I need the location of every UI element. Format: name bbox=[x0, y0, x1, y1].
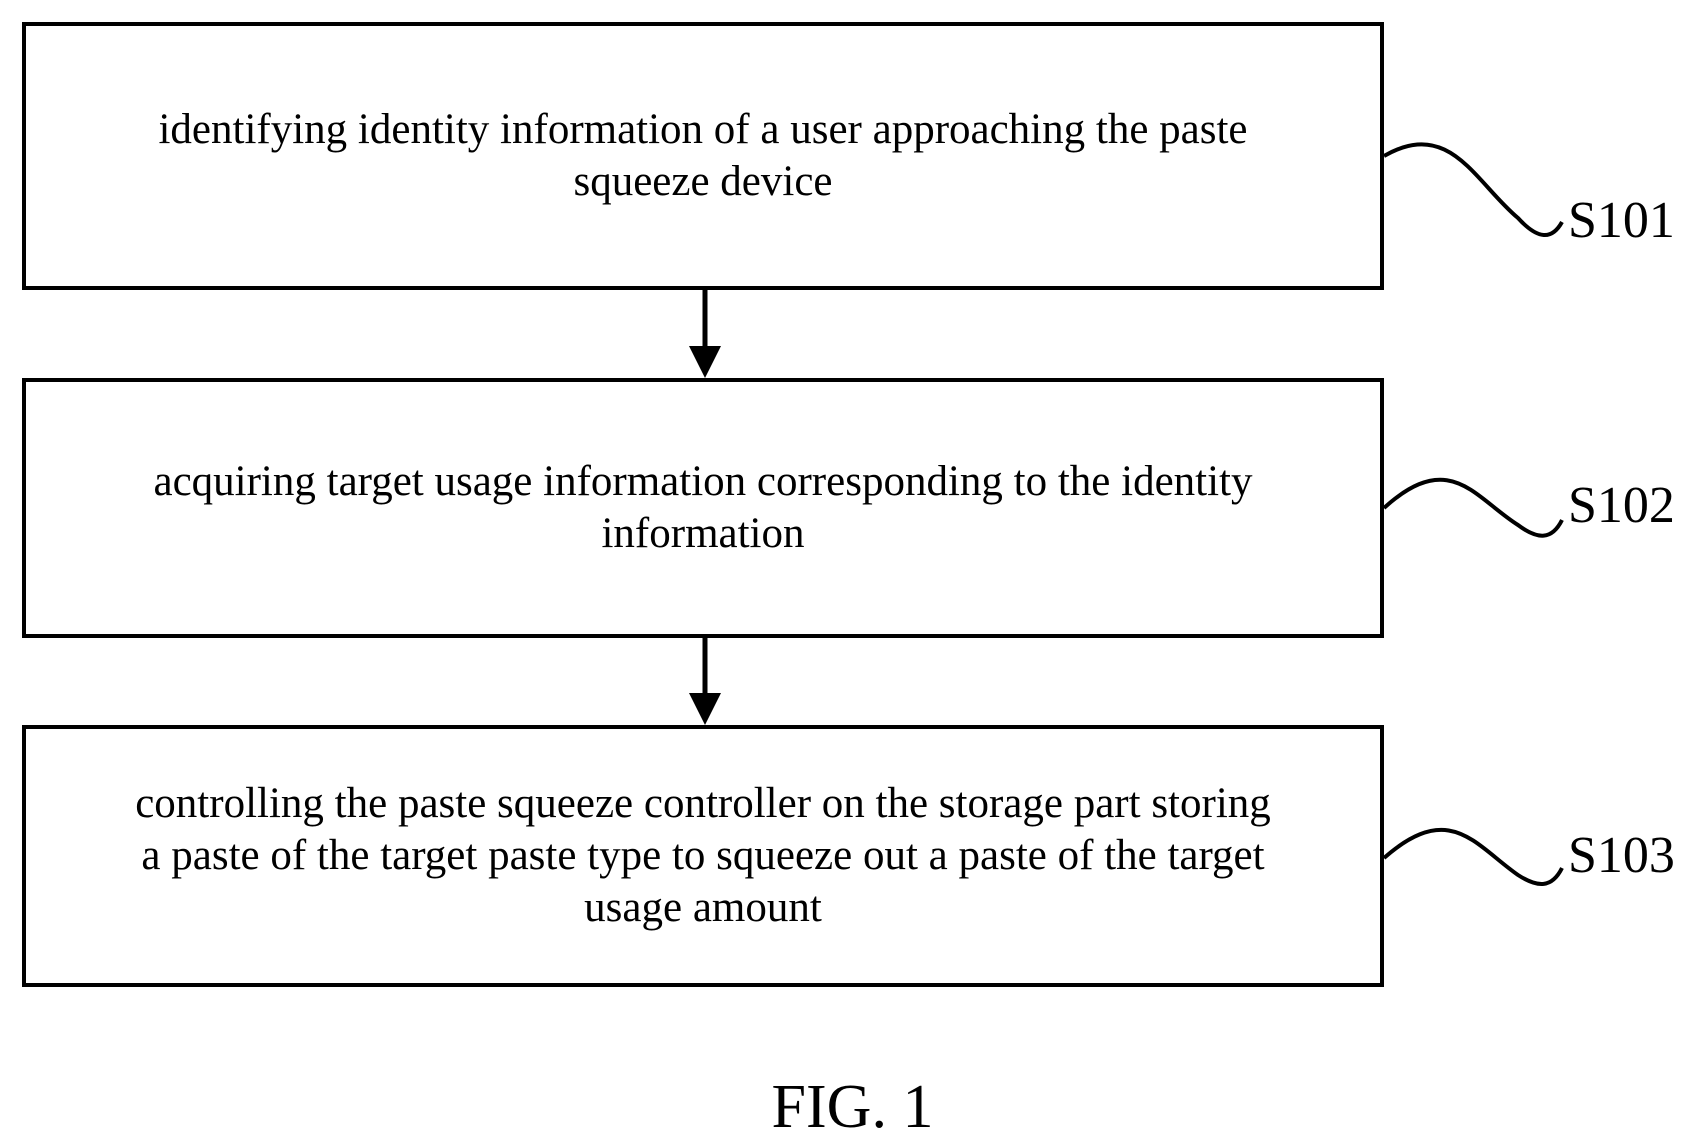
step-text-s101: identifying identity information of a us… bbox=[140, 104, 1265, 208]
step-label-s101: S101 bbox=[1568, 191, 1675, 251]
step-text-s102: acquiring target usage information corre… bbox=[136, 456, 1271, 560]
leader-line-s101 bbox=[1384, 144, 1562, 235]
step-label-s103: S103 bbox=[1568, 826, 1675, 886]
figure-caption: FIG. 1 bbox=[0, 1072, 1705, 1142]
arrow-head-s101-s102 bbox=[689, 346, 721, 378]
arrow-head-s102-s103 bbox=[689, 693, 721, 725]
step-box-s103: controlling the paste squeeze controller… bbox=[22, 725, 1384, 987]
leader-line-s102 bbox=[1384, 480, 1562, 536]
step-box-s101: identifying identity information of a us… bbox=[22, 22, 1384, 290]
leader-line-s103 bbox=[1384, 830, 1562, 884]
step-box-s102: acquiring target usage information corre… bbox=[22, 378, 1384, 638]
step-label-s102: S102 bbox=[1568, 476, 1675, 536]
step-text-s103: controlling the paste squeeze controller… bbox=[117, 778, 1289, 934]
